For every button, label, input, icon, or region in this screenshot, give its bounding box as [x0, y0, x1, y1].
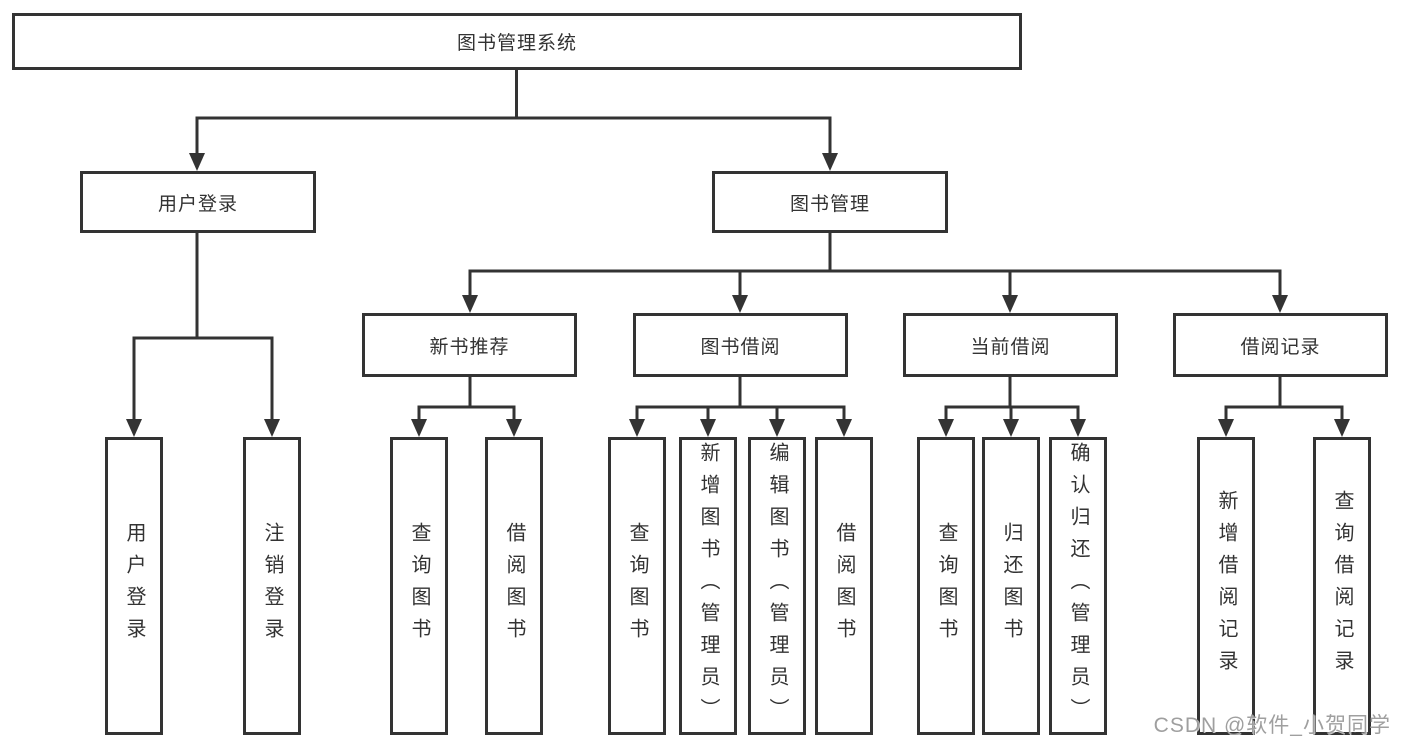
arrow-down-icon	[629, 419, 645, 437]
leaf-confirm-return-admin: 确认归还（管理员）	[1049, 437, 1107, 735]
leaf-add-borrow-record: 新增借阅记录	[1197, 437, 1255, 735]
leaf-add-books-admin: 新增图书（管理员）	[679, 437, 737, 735]
arrow-down-icon	[732, 295, 748, 313]
arrow-down-icon	[126, 419, 142, 437]
arrow-down-icon	[411, 419, 427, 437]
node-current-borrow: 当前借阅	[903, 313, 1118, 377]
arrow-down-icon	[506, 419, 522, 437]
connector-path	[132, 70, 1344, 421]
node-book-borrow: 图书借阅	[633, 313, 848, 377]
arrow-down-icon	[938, 419, 954, 437]
leaf-logout: 注销登录	[243, 437, 301, 735]
arrowheads	[126, 153, 1350, 437]
arrow-down-icon	[189, 153, 205, 171]
arrow-down-icon	[1003, 419, 1019, 437]
leaf-edit-books-admin: 编辑图书（管理员）	[748, 437, 806, 735]
leaf-query-books-3: 查询图书	[917, 437, 975, 735]
arrow-down-icon	[1218, 419, 1234, 437]
node-borrow-records: 借阅记录	[1173, 313, 1388, 377]
node-book-management-branch: 图书管理	[712, 171, 948, 233]
node-new-book-recommend: 新书推荐	[362, 313, 577, 377]
leaf-return-books: 归还图书	[982, 437, 1040, 735]
arrow-down-icon	[1002, 295, 1018, 313]
leaf-borrow-books-2: 借阅图书	[815, 437, 873, 735]
leaf-user-login: 用户登录	[105, 437, 163, 735]
arrow-down-icon	[769, 419, 785, 437]
node-root: 图书管理系统	[12, 13, 1022, 70]
arrow-down-icon	[1070, 419, 1086, 437]
node-user-login-branch: 用户登录	[80, 171, 316, 233]
leaf-query-books-1: 查询图书	[390, 437, 448, 735]
leaf-query-borrow-record: 查询借阅记录	[1313, 437, 1371, 735]
arrow-down-icon	[1334, 419, 1350, 437]
arrow-down-icon	[822, 153, 838, 171]
arrow-down-icon	[700, 419, 716, 437]
arrow-down-icon	[264, 419, 280, 437]
leaf-query-books-2: 查询图书	[608, 437, 666, 735]
arrow-down-icon	[462, 295, 478, 313]
arrow-down-icon	[836, 419, 852, 437]
leaf-borrow-books-1: 借阅图书	[485, 437, 543, 735]
arrow-down-icon	[1272, 295, 1288, 313]
watermark: CSDN @软件_小贺同学	[1153, 714, 1391, 737]
